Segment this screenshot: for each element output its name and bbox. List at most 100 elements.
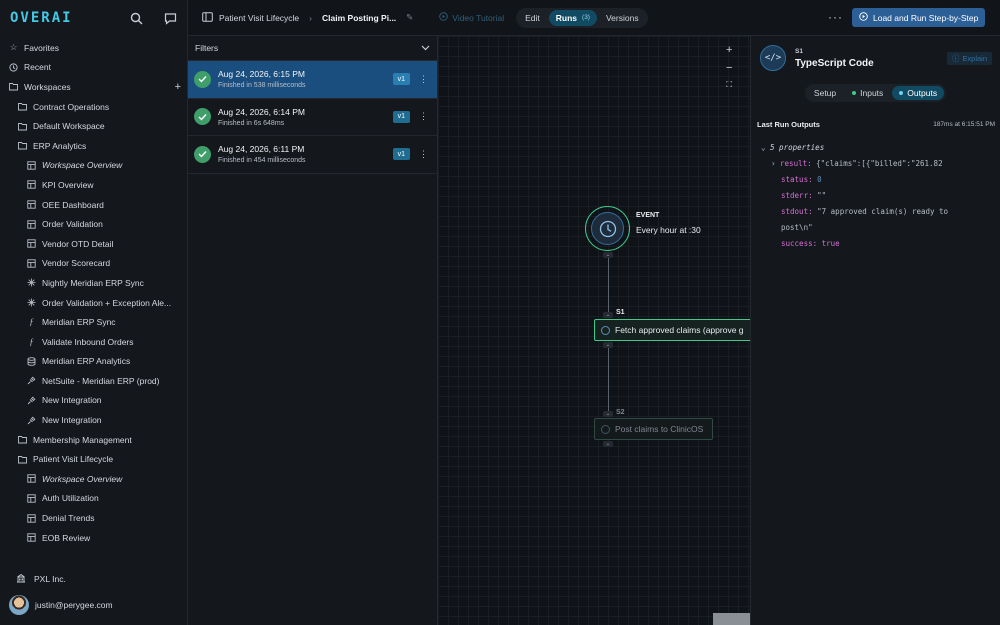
sidebar-item-eob-review[interactable]: EOB Review bbox=[0, 528, 187, 548]
code-icon bbox=[601, 424, 610, 434]
tab-outputs[interactable]: Outputs bbox=[892, 86, 945, 100]
tab-runs[interactable]: Runs (3) bbox=[548, 9, 597, 26]
sidebar-item-netsuite-meridian-erp-prod[interactable]: NetSuite - Meridian ERP (prod) bbox=[0, 371, 187, 391]
user-menu[interactable]: justin@perygee.com bbox=[0, 594, 188, 616]
sidebar-item-new-integration[interactable]: New Integration bbox=[0, 410, 187, 430]
sidebar-item-workspace-overview[interactable]: Workspace Overview bbox=[0, 469, 187, 489]
function-icon: ƒ bbox=[29, 336, 34, 347]
version-badge: v1 bbox=[392, 148, 410, 161]
org-switcher[interactable]: PXL Inc. bbox=[0, 570, 188, 588]
sidebar-item-workspace-overview[interactable]: Workspace Overview bbox=[0, 156, 187, 176]
zoom-out-icon[interactable]: − bbox=[726, 62, 733, 74]
sidebar-item-patient-visit-lifecycle[interactable]: Patient Visit Lifecycle bbox=[0, 449, 187, 469]
version-badge: v1 bbox=[392, 73, 410, 86]
sidebar-item-new-integration[interactable]: New Integration bbox=[0, 391, 187, 411]
detail-title: TypeScript Code bbox=[795, 57, 874, 69]
event-schedule: Every hour at :30 bbox=[636, 225, 701, 235]
video-tutorial-link[interactable]: Video Tutorial bbox=[439, 12, 504, 23]
step-s1-node[interactable]: Fetch approved claims (approve g bbox=[594, 319, 750, 341]
org-name: PXL Inc. bbox=[34, 574, 66, 584]
sidebar-item-vendor-scorecard[interactable]: Vendor Scorecard bbox=[0, 254, 187, 274]
sidebar-item-meridian-erp-analytics[interactable]: Meridian ERP Analytics bbox=[0, 352, 187, 372]
sidebar-item-oee-dashboard[interactable]: OEE Dashboard bbox=[0, 195, 187, 215]
add-workspace-icon[interactable]: + bbox=[174, 80, 181, 93]
tab-inputs[interactable]: Inputs bbox=[845, 86, 890, 100]
sidebar-item-erp-analytics[interactable]: ERP Analytics bbox=[0, 136, 187, 156]
zoom-controls: + − ⛶ bbox=[726, 44, 732, 90]
chevron-right-icon: › bbox=[771, 159, 781, 168]
clock-icon bbox=[9, 63, 18, 72]
sidebar-item-kpi-overview[interactable]: KPI Overview bbox=[0, 175, 187, 195]
sidebar-item-auth-utilization[interactable]: Auth Utilization bbox=[0, 489, 187, 509]
dashboard-icon bbox=[27, 533, 36, 542]
sidebar-item-vendor-otd-detail[interactable]: Vendor OTD Detail bbox=[0, 234, 187, 254]
zoom-in-icon[interactable]: + bbox=[726, 44, 733, 56]
event-node[interactable] bbox=[585, 206, 630, 251]
clock-icon bbox=[591, 212, 624, 245]
s1-input-port[interactable]: ⌄ bbox=[603, 312, 613, 318]
kebab-menu-icon[interactable]: ⋮ bbox=[419, 73, 428, 84]
chevron-right-icon: › bbox=[309, 12, 313, 23]
workflow-canvas[interactable]: + − ⛶ ⌄ EVENT Every hour at :30 ⌄ S1 Fet… bbox=[438, 36, 750, 625]
s1-output-port[interactable]: ⌄ bbox=[603, 342, 613, 348]
runs-count: (3) bbox=[582, 14, 590, 21]
sidebar-item-order-validation[interactable]: Order Validation bbox=[0, 214, 187, 234]
sidebar-item-workspaces[interactable]: Workspaces + bbox=[0, 77, 187, 97]
plug-icon bbox=[27, 376, 36, 385]
run-date: Aug 24, 2026, 6:11 PM bbox=[218, 144, 305, 155]
tree-row-status: status: 0 bbox=[781, 175, 822, 184]
kebab-menu-icon[interactable]: ⋮ bbox=[419, 111, 428, 122]
sidebar-item-membership-management[interactable]: Membership Management bbox=[0, 430, 187, 450]
s2-input-port[interactable]: ⌄ bbox=[603, 411, 613, 417]
sidebar-item-nightly-meridian-erp-sync[interactable]: Nightly Meridian ERP Sync bbox=[0, 273, 187, 293]
breadcrumb-current: Claim Posting Pi... bbox=[322, 12, 397, 23]
detail-tabs: Setup Inputs Outputs bbox=[804, 84, 947, 102]
app-logo[interactable]: OVERAI bbox=[10, 10, 73, 26]
tree-root[interactable]: ⌄ 5 properties bbox=[761, 143, 825, 152]
s2-output-port[interactable]: ⌄ bbox=[603, 441, 613, 447]
event-output-port[interactable]: ⌄ bbox=[603, 252, 613, 258]
step-s2-node[interactable]: Post claims to ClinicOS bbox=[594, 418, 713, 440]
sidebar-item-order-validation-exception-ale[interactable]: Order Validation + Exception Ale... bbox=[0, 293, 187, 313]
play-circle-icon bbox=[439, 12, 449, 23]
avatar bbox=[9, 595, 29, 615]
sidebar-item-contract-operations[interactable]: Contract Operations bbox=[0, 97, 187, 117]
tab-edit[interactable]: Edit bbox=[525, 12, 540, 23]
tree-row-stdout: stdout: "7 approved claim(s) ready to bbox=[781, 207, 949, 216]
sidebar-item-default-workspace[interactable]: Default Workspace bbox=[0, 116, 187, 136]
sidebar-item-recent[interactable]: Recent bbox=[0, 58, 187, 78]
canvas-minimap-stub bbox=[713, 613, 750, 625]
chat-icon[interactable] bbox=[163, 11, 177, 25]
tree-row-result[interactable]: › result: {"claims":[{"billed":"261.82 bbox=[771, 159, 943, 168]
dashboard-icon bbox=[27, 219, 36, 229]
tab-setup[interactable]: Setup bbox=[813, 88, 837, 98]
dashboard-icon bbox=[27, 239, 36, 248]
fit-view-icon[interactable]: ⛶ bbox=[726, 80, 733, 89]
function-icon: ƒ bbox=[29, 317, 34, 328]
sidebar-toggle-icon[interactable] bbox=[202, 11, 213, 24]
top-bar: Patient Visit Lifecycle › Claim Posting … bbox=[188, 0, 1000, 36]
sidebar-item-denial-trends[interactable]: Denial Trends bbox=[0, 508, 187, 528]
explain-button[interactable]: ⓘ Explain bbox=[946, 51, 992, 65]
search-icon[interactable] bbox=[129, 11, 143, 25]
step-detail-panel: </> S1 TypeScript Code ⓘ Explain Setup I… bbox=[750, 36, 1000, 625]
more-menu-icon[interactable]: ··· bbox=[828, 10, 843, 24]
load-and-run-button[interactable]: Load and Run Step-by-Step bbox=[852, 8, 986, 27]
filters-toggle[interactable]: Filters bbox=[188, 36, 437, 61]
status-dot bbox=[899, 91, 904, 95]
folder-icon bbox=[18, 435, 27, 444]
run-date: Aug 24, 2026, 6:15 PM bbox=[218, 69, 305, 80]
edit-pencil-icon[interactable]: ✎ bbox=[406, 12, 414, 22]
sidebar-item-favorites[interactable]: ☆ Favorites bbox=[9, 42, 59, 53]
tab-versions[interactable]: Versions bbox=[605, 12, 639, 23]
step-s1-tag: S1 bbox=[616, 309, 625, 316]
kebab-menu-icon[interactable]: ⋮ bbox=[419, 148, 428, 159]
breadcrumb-parent[interactable]: Patient Visit Lifecycle bbox=[219, 12, 300, 23]
